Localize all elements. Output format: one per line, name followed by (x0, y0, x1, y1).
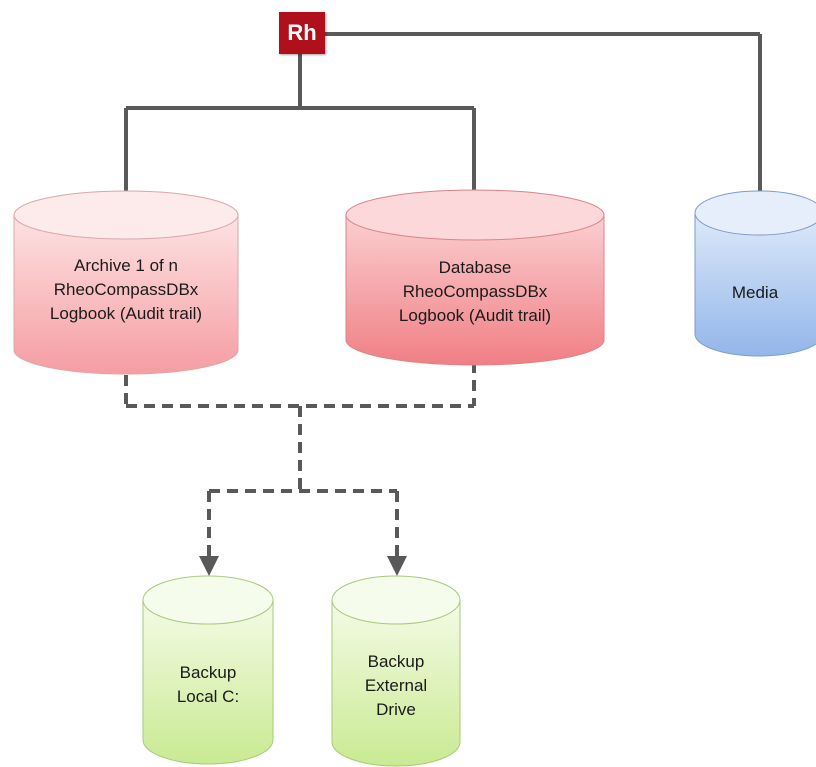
archive-label-line: Archive 1 of n (74, 256, 178, 275)
backup-external-label-line: Backup (367, 652, 425, 671)
archive-label-line: Logbook (Audit trail) (49, 304, 203, 323)
rh-logo: Rh (279, 12, 325, 54)
backup-local-label: Backup Local C: (143, 660, 273, 710)
dashed-connectors (124, 362, 476, 576)
rh-logo-text: Rh (287, 20, 317, 45)
archive-label: Archive 1 of n RheoCompassDBx Logbook (A… (14, 248, 238, 332)
database-label-line: RheoCompassDBx (402, 282, 548, 301)
solid-connectors (124, 32, 762, 198)
media-label: Media (695, 278, 815, 308)
backup-external-cylinder (331, 575, 461, 767)
archive-cylinder (13, 190, 239, 375)
backup-local-label-line: Backup (179, 663, 237, 682)
backup-local-label-line: Local C: (176, 687, 240, 706)
backup-external-label-line: Drive (376, 700, 416, 719)
database-label-line: Logbook (Audit trail) (398, 306, 552, 325)
backup-local-cylinder (142, 575, 274, 765)
database-label: Database RheoCompassDBx Logbook (Audit t… (346, 250, 604, 334)
database-cylinder (345, 189, 605, 366)
backup-external-label: Backup External Drive (332, 648, 460, 724)
backup-external-label-line: External (364, 676, 428, 695)
media-label-line: Media (731, 283, 779, 302)
media-cylinder (694, 190, 816, 357)
archive-label-line: RheoCompassDBx (53, 280, 199, 299)
database-label-line: Database (438, 258, 512, 277)
